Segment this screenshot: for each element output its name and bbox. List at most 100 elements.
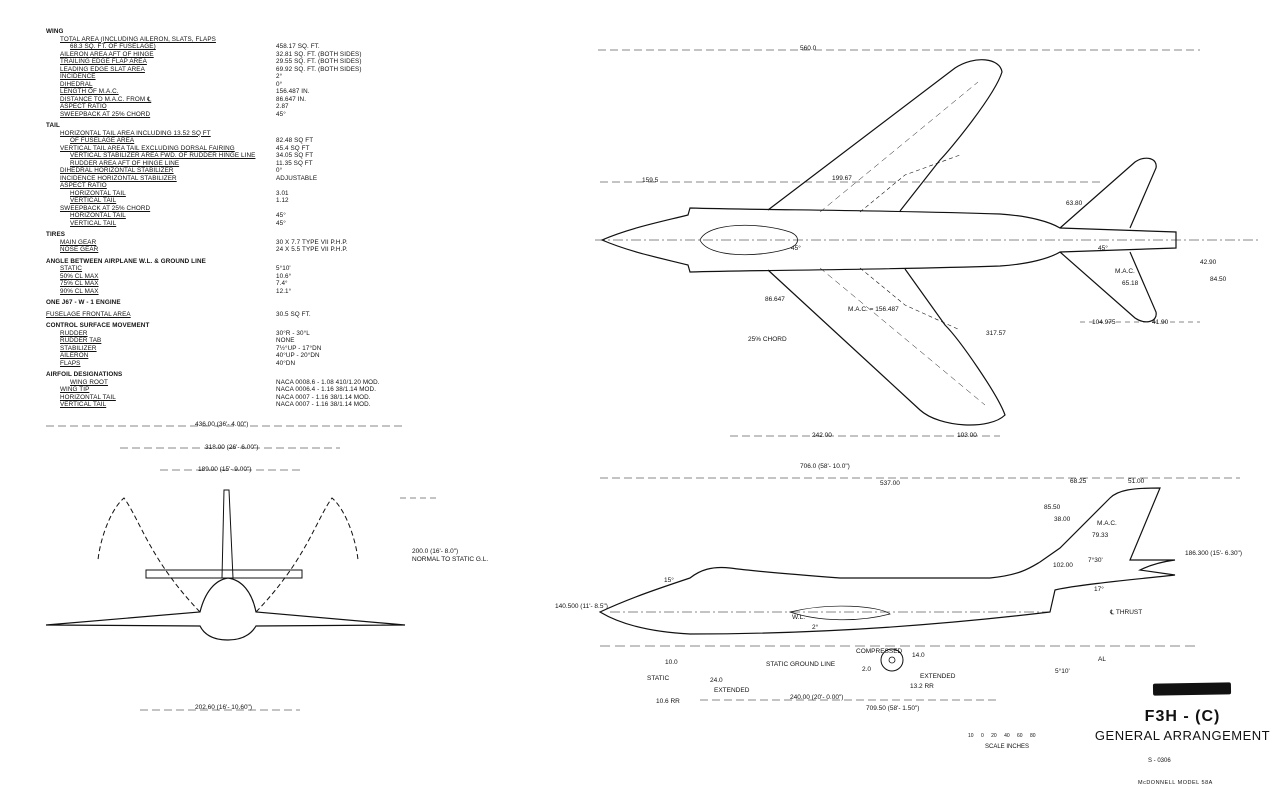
spec-value: NACA 0006.4 - 1.16 38/1.14 MOD. (276, 386, 377, 393)
spec-label: 75% CL MAX (60, 280, 99, 287)
side-extended-a: EXTENDED (920, 673, 956, 680)
side-wheelbase: 240.00 (20'- 0.00") (790, 694, 844, 701)
spec-value: 30.5 SQ FT. (276, 310, 311, 318)
spec-row: ASPECT RATIO 2.87 (46, 103, 386, 111)
side-angle-2: 2° (812, 624, 819, 631)
spec-value: 30°R - 30°L (276, 329, 310, 337)
plan-dim-560: 560.0 (800, 45, 817, 52)
spec-value: 29.55 SQ. FT. (BOTH SIDES) (276, 58, 362, 65)
spec-row: VERTICAL TAIL AREA TAIL EXCLUDING DORSAL… (46, 145, 386, 153)
plan-chord-label: 25% CHORD (748, 336, 787, 343)
side-dim-20: 2.0 (862, 666, 872, 673)
spec-label: AILERON (60, 352, 89, 359)
side-dim-537: 537.00 (880, 480, 900, 487)
spec-value: 0° (276, 80, 283, 88)
spec-value: NACA 0007 - 1.16 38/1.14 MOD. (276, 393, 371, 401)
spec-label: INCIDENCE HORIZONTAL STABILIZER (60, 174, 177, 182)
spec-label: DIHEDRAL (60, 80, 93, 88)
plan-mac-label: M.A.C. (1115, 268, 1135, 275)
spec-row: LENGTH OF M.A.C. 156.487 IN. (46, 88, 386, 96)
spec-row: 68.3 SQ. FT. OF FUSELAGE)458.17 SQ. FT. (46, 43, 386, 51)
spec-value: 40°UP - 20°DN (276, 352, 320, 359)
spec-row: VERTICAL TAIL NACA 0007 - 1.16 38/1.14 MO… (46, 401, 386, 409)
spec-label: VERTICAL TAIL (60, 401, 107, 408)
spec-value: 1.12 (276, 197, 289, 204)
side-thrust: ℄ THRUST (1110, 609, 1143, 616)
drawing-title: F3H - (C) (1144, 708, 1221, 725)
spec-row: MAIN GEAR 30 X 7.7 TYPE VII P.H.P. (46, 239, 386, 247)
front-tread: 202.60 (16'- 10.60") (195, 704, 253, 711)
spec-value: 24 X 5.5 TYPE VII P.H.P. (276, 246, 348, 253)
spec-label: MAIN GEAR (60, 238, 97, 246)
side-nose-height: 140.500 (11'- 8.5") (555, 603, 608, 610)
plan-dim-10300: 103.00 (957, 432, 977, 439)
side-dim-6825: 68.25 (1070, 478, 1087, 485)
plan-dim-159: 159.5 (642, 177, 659, 184)
spec-value: 2° (276, 73, 283, 80)
spec-value: 32.81 SQ. FT. (BOTH SIDES) (276, 50, 362, 58)
spec-label: WING TIP (60, 386, 90, 393)
spec-value: 7.4° (276, 280, 288, 287)
scale-label: SCALE INCHES (985, 744, 1030, 750)
spec-label: VERTICAL TAIL (70, 219, 117, 227)
plan-angle-45a: 45° (791, 245, 801, 252)
spec-label: LENGTH OF M.A.C. (60, 88, 119, 95)
spec-label: ASPECT RATIO (60, 103, 107, 110)
spec-row: DISTANCE TO M.A.C. FROM ℄86.647 IN. (46, 96, 386, 104)
side-dim-140: 14.0 (912, 652, 925, 659)
spec-value: 40°DN (276, 359, 296, 367)
side-dim-240: 24.0 (710, 677, 723, 684)
spec-value: 45° (276, 219, 286, 227)
spec-section-heading: AIRFOIL DESIGNATIONS (46, 371, 123, 378)
spec-label: VERTICAL STABILIZER AREA FWD. OF RUDDER … (70, 152, 256, 159)
spec-label: RUDDER TAB (60, 337, 102, 344)
spec-value: 458.17 SQ. FT. (276, 43, 320, 50)
spec-label: SWEEPBACK AT 25% CHORD (60, 204, 151, 212)
spec-row: AILERON 40°UP - 20°DN (46, 352, 386, 360)
front-height-fold: 200.0 (16'- 8.0") (412, 548, 459, 555)
plan-dim-4190: 41.90 (1152, 319, 1169, 326)
drawing-number: S - 0306 (1148, 758, 1171, 764)
plan-dim-24200: 242.00 (812, 432, 832, 439)
side-height: 186.300 (15'- 6.30") (1185, 550, 1243, 557)
spec-section-heading: ANGLE BETWEEN AIRPLANE W.L. & GROUND LIN… (46, 257, 206, 265)
spec-label: HORIZONTAL TAIL (70, 189, 126, 197)
side-dim-132: 13.2 RR (910, 683, 934, 690)
spec-label: ASPECT RATIO (60, 182, 107, 189)
side-dim-100: 10.0 (665, 659, 678, 666)
spec-value: 156.487 IN. (276, 88, 310, 95)
front-stab-span: 189.00 (15'- 9.00") (198, 466, 252, 473)
redaction-mark (1152, 682, 1232, 696)
side-dim-5100: 51.00 (1128, 478, 1145, 485)
spec-row: 75% CL MAX 7.4° (46, 280, 386, 288)
spec-label: INCIDENCE (60, 73, 96, 80)
spec-row: INCIDENCE 2° (46, 73, 386, 81)
spec-value: 45.4 SQ FT (276, 144, 310, 152)
spec-label: 90% CL MAX (60, 287, 99, 295)
spec-value: NACA 0007 - 1.16 38/1.14 MOD. (276, 401, 371, 408)
plan-angle-45b: 45° (1098, 245, 1108, 252)
spec-value: 0° (276, 167, 283, 174)
spec-value: 2.87 (276, 103, 289, 110)
spec-value: 30 X 7.7 TYPE VII P.H.P. (276, 238, 348, 246)
spec-value: 12.1° (276, 287, 292, 295)
spec-value: 7½°UP - 17°DN (276, 344, 322, 352)
plan-dim-4290: 42.90 (1200, 259, 1217, 266)
spec-label: SWEEPBACK AT 25% CHORD (60, 110, 151, 118)
spec-label: VERTICAL TAIL (70, 197, 117, 204)
plan-dim-31757: 317.57 (986, 330, 1006, 337)
side-static: STATIC (647, 675, 670, 682)
side-al: AL (1098, 656, 1106, 663)
spec-row: DIHEDRAL 0° (46, 81, 386, 89)
